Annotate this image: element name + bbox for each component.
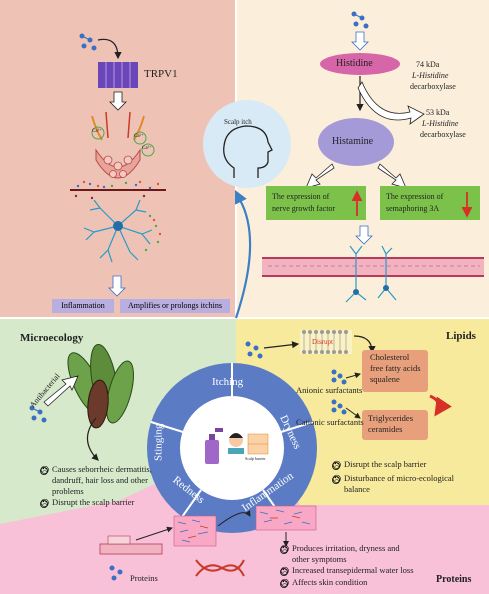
head-icon — [223, 125, 273, 178]
histidine-ellipse — [320, 53, 400, 75]
ngf-text-l2: nerve growth factor — [272, 204, 336, 213]
enzyme2-name-l1: L-Histidine — [422, 119, 459, 128]
frown-icon — [280, 567, 289, 577]
frown-icon — [40, 499, 49, 509]
lipid-box-2 — [362, 410, 428, 440]
frown-icon — [280, 545, 289, 555]
synapse-icon — [70, 111, 166, 200]
histamine-label: Histamine — [332, 136, 374, 147]
trpv1-receptor-icon — [98, 62, 138, 88]
ngf-text-l1: The expression of — [272, 192, 330, 201]
cationic-surfactant-icon — [331, 399, 347, 415]
histidine-molecule-icon — [351, 11, 369, 29]
scalp-itch-circle — [203, 100, 291, 188]
protein-effect3: Affects skin condition — [292, 577, 368, 587]
enzyme2-size: 53 kDa — [426, 108, 450, 117]
product-icon — [205, 428, 269, 464]
skin-nerve-icon — [262, 245, 484, 303]
anionic-surfactant-icon — [331, 369, 347, 385]
micro-effect1-l2: dandruff, hair loss and other — [52, 475, 148, 485]
enzyme2-name-l2: decarboxylase — [420, 130, 466, 139]
connector-curve — [234, 190, 252, 319]
lipid-effect2-l2: balance — [344, 484, 370, 494]
scalp-itch-label: Scalp itch — [224, 118, 252, 126]
neuron-icon — [83, 199, 162, 263]
inflammation-button: Inflammation — [52, 299, 114, 313]
ngf-box — [266, 186, 366, 220]
proteins-label: Proteins — [130, 573, 158, 583]
ca-ion-label: Ca²⁺ — [142, 146, 152, 151]
skin-layer-icon — [99, 535, 163, 555]
enzyme1-name-l1: L-Histidine — [412, 71, 449, 80]
lipid-box2-l1: Triglycerides — [368, 413, 414, 423]
lipid-molecule-icon — [245, 341, 263, 359]
capsaicin-molecule-icon — [79, 33, 97, 51]
disrupt-label: Disrupt — [312, 338, 333, 346]
lipid-effect1: Disrupt the scalp barrier — [344, 459, 427, 469]
wheel-segment-itching: Itching — [212, 376, 244, 388]
antibacterial-molecule-icon — [29, 405, 47, 423]
protein-patch-icon — [173, 515, 217, 547]
histamine-ellipse — [318, 118, 394, 166]
protein-effect1-l2: other symptoms — [292, 554, 347, 564]
ca-ion-label: Ca²⁺ — [134, 134, 144, 139]
dna-icon — [195, 559, 245, 577]
sema-text-l2: semaphoring 3A — [386, 204, 440, 213]
cationic-label: Cationic surfactants — [296, 417, 364, 427]
micro-effect1-l1: Causes seborrheic dermatitis, — [52, 464, 152, 474]
protein-molecule-icon — [109, 565, 123, 581]
ca-ion-label: Ca²⁺ — [92, 129, 102, 134]
enzyme1-name-l2: decarboxylase — [410, 82, 456, 91]
anionic-label: Anionic surfactants — [296, 385, 363, 395]
frown-icon — [332, 475, 341, 485]
inflammation-panel — [0, 0, 236, 318]
proteins-title: Proteins — [436, 574, 472, 585]
amplifies-itch-button: Amplifies or prolongs itchins — [120, 299, 230, 313]
wheel-segment-stinging: Stinging — [152, 423, 165, 461]
protein-effect1-l1: Produces irritation, dryness and — [292, 543, 400, 553]
lipid-box1-l3: squalene — [370, 374, 400, 384]
lipid-box1-l1: Cholesterol — [370, 352, 410, 362]
micro-effect2: Disrupt the scalp barrier — [52, 497, 135, 507]
lipid-box1-l2: free fatty acids — [370, 363, 421, 373]
frown-icon — [280, 579, 289, 589]
lipid-bilayer-icon — [300, 330, 352, 354]
sema-text-l1: The expression of — [386, 192, 444, 201]
trpv1-label: TRPV1 — [144, 68, 178, 80]
lipid-effect2-l1: Disturbance of micro-ecological — [344, 473, 454, 483]
lipid-box2-l2: ceramides — [368, 424, 403, 434]
enzyme1-size: 74 kDa — [416, 60, 440, 69]
microecology-title: Microecology — [20, 332, 84, 344]
micro-effect1-l3: problems — [52, 486, 84, 496]
protein-strip-icon — [255, 505, 317, 531]
lipid-box-1 — [362, 350, 428, 392]
lipids-title: Lipids — [446, 330, 476, 342]
bacteria-icon — [67, 343, 134, 429]
product-label: Scalp barrier — [245, 456, 266, 461]
histidine-label: Histidine — [336, 58, 373, 69]
protein-effect2: Increased transepidermal water loss — [292, 565, 414, 575]
frown-icon — [332, 461, 341, 471]
frown-icon — [40, 466, 49, 476]
